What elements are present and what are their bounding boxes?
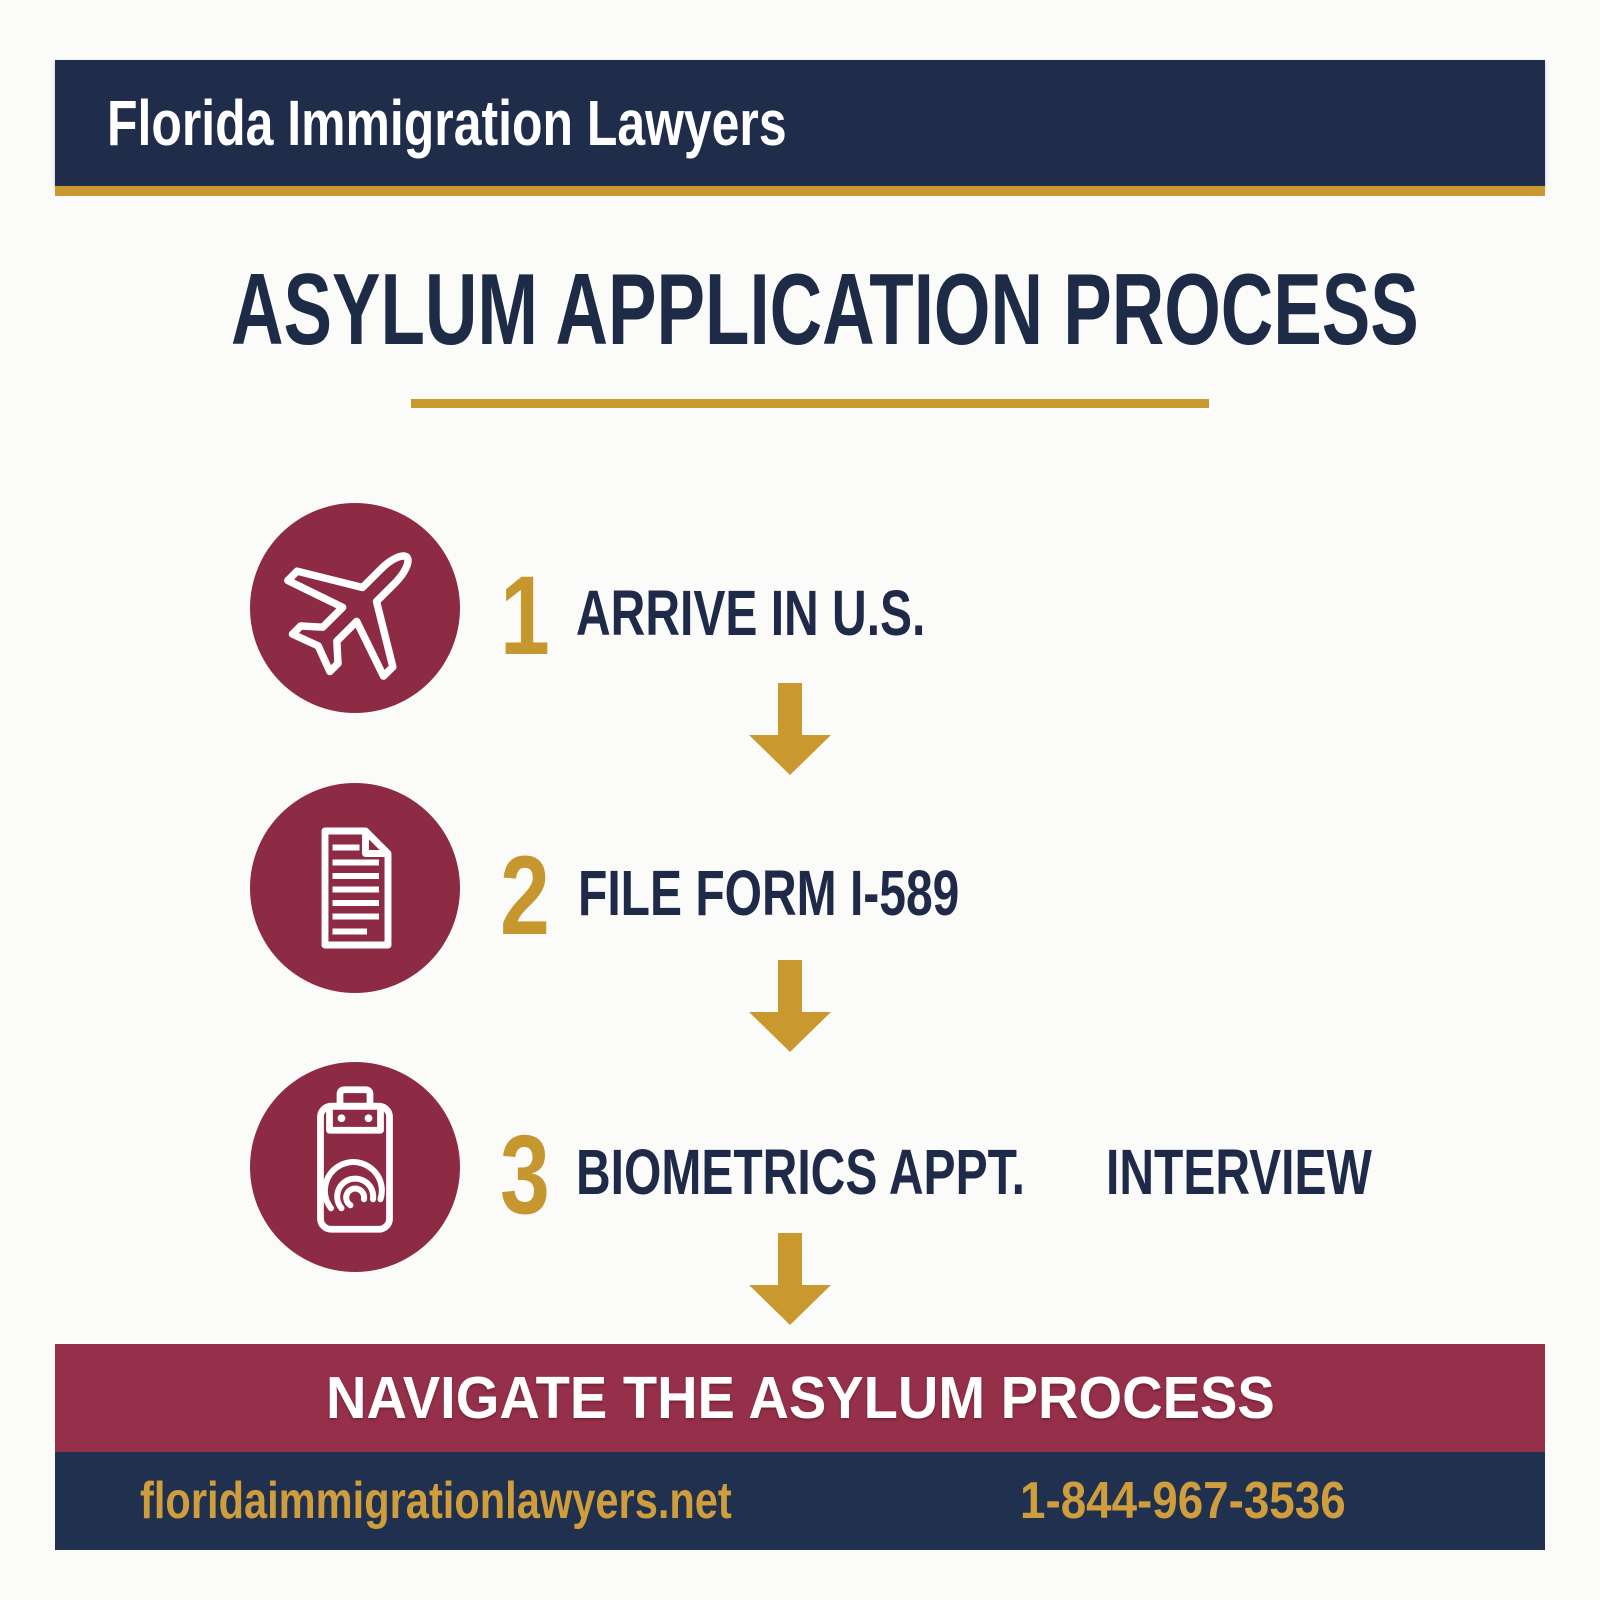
brand-title: Florida Immigration Lawyers bbox=[107, 87, 787, 159]
step-2-label: FILE FORM I-589 bbox=[578, 857, 960, 929]
document-icon bbox=[321, 827, 392, 949]
down-arrow-icon bbox=[749, 960, 831, 1052]
step-1-icon-circle bbox=[250, 503, 460, 713]
fingerprint-clipboard-icon bbox=[317, 1086, 393, 1233]
cta-banner: NAVIGATE THE ASYLUM PROCESS bbox=[55, 1344, 1545, 1452]
airplane-icon bbox=[283, 551, 412, 680]
step-1-number: 1 bbox=[500, 553, 550, 678]
step-3-secondary-label: INTERVIEW bbox=[1106, 1136, 1372, 1208]
page-title: ASYLUM APPLICATION PROCESS bbox=[230, 254, 1419, 366]
header-gold-line bbox=[55, 186, 1545, 196]
down-arrow-icon bbox=[749, 683, 831, 775]
step-3-icon-circle bbox=[250, 1062, 460, 1272]
title-underline bbox=[411, 399, 1209, 408]
step-1-label: ARRIVE IN U.S. bbox=[576, 577, 926, 649]
step-2-icon-circle bbox=[250, 783, 460, 993]
step-3-number: 3 bbox=[500, 1112, 550, 1237]
phone-number-text: 1-844-967-3536 bbox=[1020, 1472, 1346, 1530]
footer-bar bbox=[55, 1452, 1545, 1550]
website-text: floridaimmigrationlawyers.net bbox=[140, 1472, 732, 1530]
step-2-number: 2 bbox=[500, 833, 550, 958]
down-arrow-icon bbox=[749, 1233, 831, 1325]
header-bar: Florida Immigration Lawyers bbox=[55, 60, 1545, 186]
step-3-label: BIOMETRICS APPT. bbox=[576, 1136, 1025, 1208]
cta-banner-text: NAVIGATE THE ASYLUM PROCESS bbox=[325, 1365, 1275, 1431]
